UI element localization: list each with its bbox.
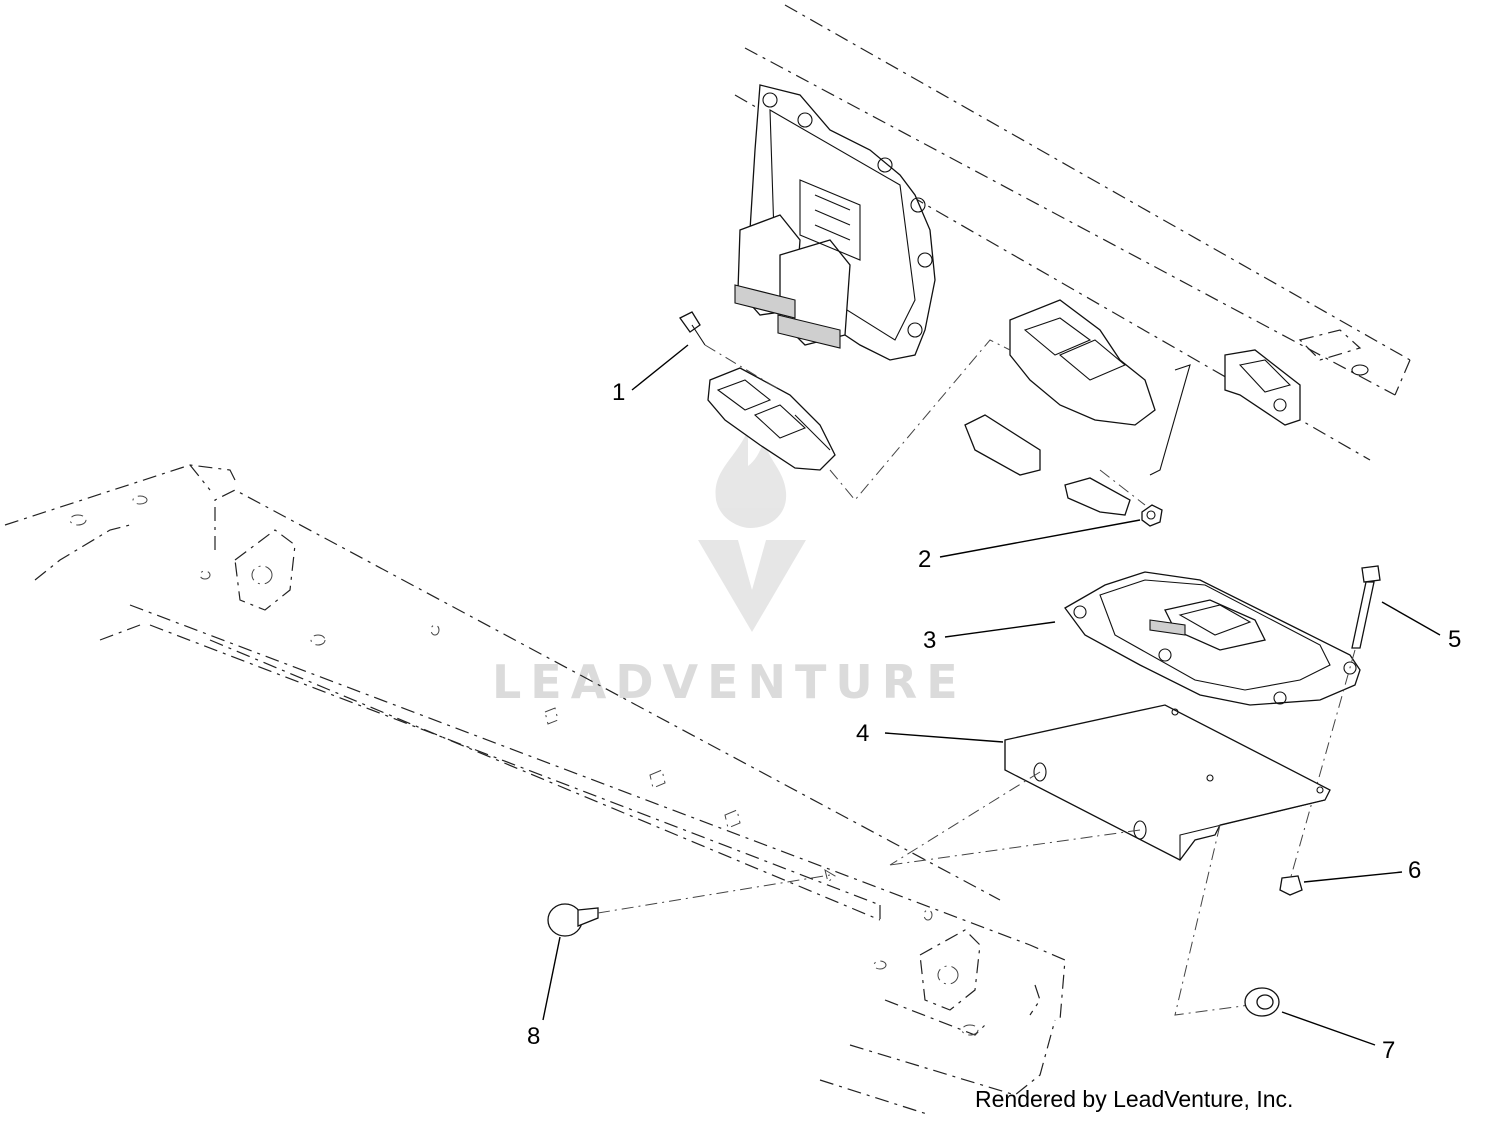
callout-6[interactable]: 6 (1408, 857, 1421, 884)
leader-7 (1281, 1011, 1376, 1046)
leader-6 (1303, 871, 1403, 883)
callout-8[interactable]: 8 (527, 1023, 540, 1050)
grommet-item-7 (1174, 824, 1280, 1017)
bolt-item-1 (679, 311, 781, 391)
relay-exploded (707, 367, 836, 471)
render-credit: Rendered by LeadVenture, Inc. (975, 1086, 1294, 1112)
rivet-item-8 (547, 874, 831, 937)
side-connector (1224, 349, 1301, 426)
relay-bank-upper (964, 299, 1191, 516)
leader-3 (944, 621, 1056, 638)
callout-7[interactable]: 7 (1382, 1037, 1395, 1064)
callout-labels: 1 2 3 4 5 6 7 8 (527, 379, 1461, 1064)
callout-3[interactable]: 3 (923, 627, 936, 654)
nut-item-2 (1099, 469, 1163, 527)
leader-lines (542, 344, 1441, 1046)
callout-2[interactable]: 2 (918, 546, 931, 573)
leader-2 (939, 519, 1141, 558)
watermark-logo: LEADVENTURE (492, 430, 967, 709)
leader-4 (884, 732, 1004, 743)
callout-5[interactable]: 5 (1448, 626, 1461, 653)
leader-1 (631, 344, 689, 391)
ecu-item-3 (1064, 571, 1361, 706)
watermark-text: LEADVENTURE (492, 655, 967, 709)
bracket-item-4 (889, 704, 1331, 866)
bolt-item-5 (1289, 565, 1381, 881)
leader-5 (1381, 601, 1441, 636)
ecu-mounted-assembly (734, 84, 936, 361)
callout-1[interactable]: 1 (612, 379, 625, 406)
leader-8 (542, 936, 561, 1021)
nut-item-6 (1279, 875, 1303, 896)
lower-frame-phantom (4, 464, 1066, 1116)
callout-4[interactable]: 4 (856, 720, 869, 747)
